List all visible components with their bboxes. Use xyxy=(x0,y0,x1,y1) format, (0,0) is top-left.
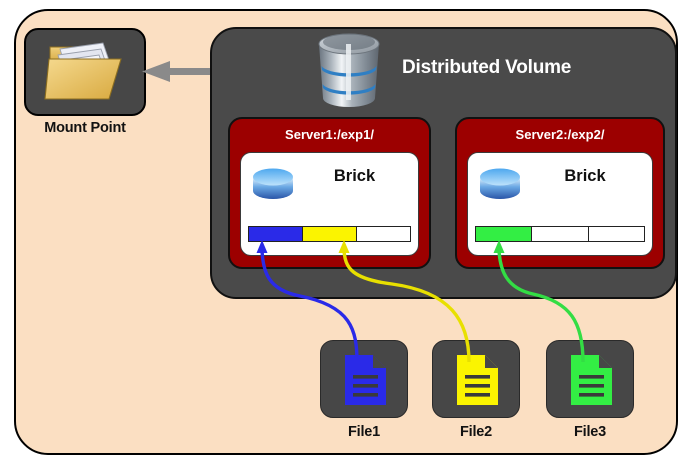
server-label-1: Server1:/exp1/ xyxy=(285,127,374,142)
brick-segment-2-2 xyxy=(531,227,588,241)
file-icon xyxy=(571,355,612,405)
file-label-3: File3 xyxy=(573,424,607,440)
server-label-2: Server2:/exp2/ xyxy=(515,127,605,142)
brick-segment-2-1 xyxy=(476,227,532,241)
brick-cylinder-icon xyxy=(480,168,520,199)
brick-segment-1-1 xyxy=(249,227,302,241)
brick-segment-1-3 xyxy=(356,227,410,241)
folder-icon xyxy=(44,42,122,100)
database-cylinder-icon xyxy=(318,33,380,107)
file-box-3[interactable] xyxy=(546,340,634,418)
brick-usage-bar-1 xyxy=(248,226,411,242)
mount-point-box[interactable] xyxy=(24,28,146,116)
brick-label-1: Brick xyxy=(333,167,376,185)
server-box-1[interactable]: Server1:/exp1/ Brick xyxy=(228,117,431,269)
brick-card-1[interactable]: Brick xyxy=(240,152,419,256)
server-box-2[interactable]: Server2:/exp2/ Brick xyxy=(455,117,665,269)
file-box-2[interactable] xyxy=(432,340,520,418)
brick-card-2[interactable]: Brick xyxy=(467,152,653,256)
mount-point-label: Mount Point xyxy=(44,120,126,136)
file-icon xyxy=(457,355,498,405)
brick-cylinder-icon xyxy=(253,168,293,199)
brick-label-2: Brick xyxy=(564,167,606,185)
brick-segment-1-2 xyxy=(302,227,356,241)
file-label-1: File1 xyxy=(347,424,381,440)
file-icon xyxy=(345,355,386,405)
file-label-2: File2 xyxy=(459,424,493,440)
brick-usage-bar-2 xyxy=(475,226,645,242)
distributed-volume-title: Distributed Volume xyxy=(402,57,572,78)
file-box-1[interactable] xyxy=(320,340,408,418)
brick-segment-2-3 xyxy=(587,227,644,241)
